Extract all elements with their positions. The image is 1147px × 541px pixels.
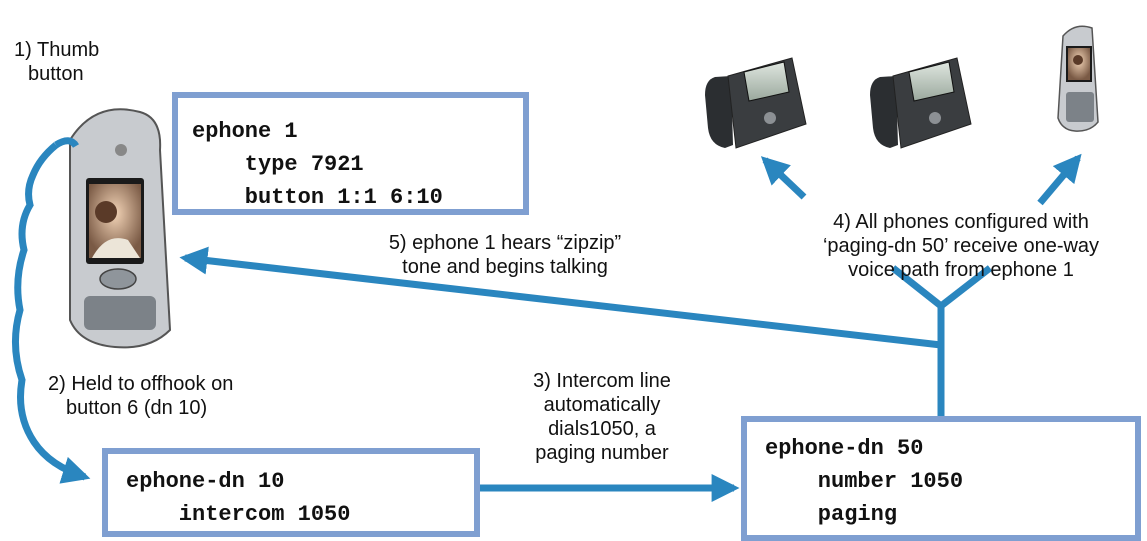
step-5-label: 5) ephone 1 hears “zipzip” tone and begi… <box>355 231 655 278</box>
step-2-label: 2) Held to offhook on button 6 (dn 10) <box>48 372 233 420</box>
label-line: tone and begins talking <box>402 256 608 278</box>
label-line: 4) All phones configured with <box>833 211 1089 233</box>
config-line: number 1050 <box>765 469 964 494</box>
ephone-dn-10-config-box: ephone-dn 10 intercom 1050 <box>102 448 480 537</box>
label-line: 2) Held to offhook on <box>48 373 234 395</box>
config-line: ephone-dn 50 <box>765 436 924 461</box>
label-line: 1) Thumb <box>14 39 100 61</box>
label-line: button <box>28 63 84 85</box>
step-4-label: 4) All phones configured with ‘paging-dn… <box>780 210 1142 280</box>
arrow-to-desk-phone <box>760 156 807 200</box>
desk-phone-icon <box>705 57 807 149</box>
config-line: type 7921 <box>192 152 364 177</box>
ephone-dn-50-config-box: ephone-dn 50 number 1050 paging <box>741 416 1141 541</box>
fork-right-branch <box>938 265 993 309</box>
arrow-to-cordless-phone <box>1037 153 1082 206</box>
ephone-1-config-box: ephone 1 type 7921 button 1:1 6:10 <box>172 92 529 215</box>
label-line: 5) ephone 1 hears “zipzip” <box>388 232 622 254</box>
label-line: button 6 (dn 10) <box>66 397 208 419</box>
thumb-arrow-start <box>54 137 79 149</box>
config-line: ephone-dn 10 <box>126 469 285 494</box>
label-line: automatically <box>543 394 661 416</box>
config-line: button 1:1 6:10 <box>192 185 443 210</box>
zipzip-tone-arrow <box>179 246 942 349</box>
step-3-label: 3) Intercom line automatically dials1050… <box>488 369 716 489</box>
label-line: ‘paging-dn 50’ receive one-way <box>822 235 1100 257</box>
fork-left-branch <box>890 265 944 309</box>
held-offhook-arrow <box>11 142 91 484</box>
config-line: ephone 1 <box>192 119 298 144</box>
label-line: dials1050, a <box>548 418 656 440</box>
step-1-label: 1) Thumb button <box>14 38 99 86</box>
cordless-phone-icon <box>1057 25 1099 132</box>
config-line: paging <box>765 502 898 527</box>
config-line: intercom 1050 <box>126 502 351 527</box>
desk-phone-icon <box>870 57 972 149</box>
cordless-phone-7921-icon <box>69 108 172 349</box>
label-line: 3) Intercom line <box>533 370 671 392</box>
label-line: voice path from ephone 1 <box>848 259 1074 280</box>
label-line: paging number <box>535 442 669 464</box>
